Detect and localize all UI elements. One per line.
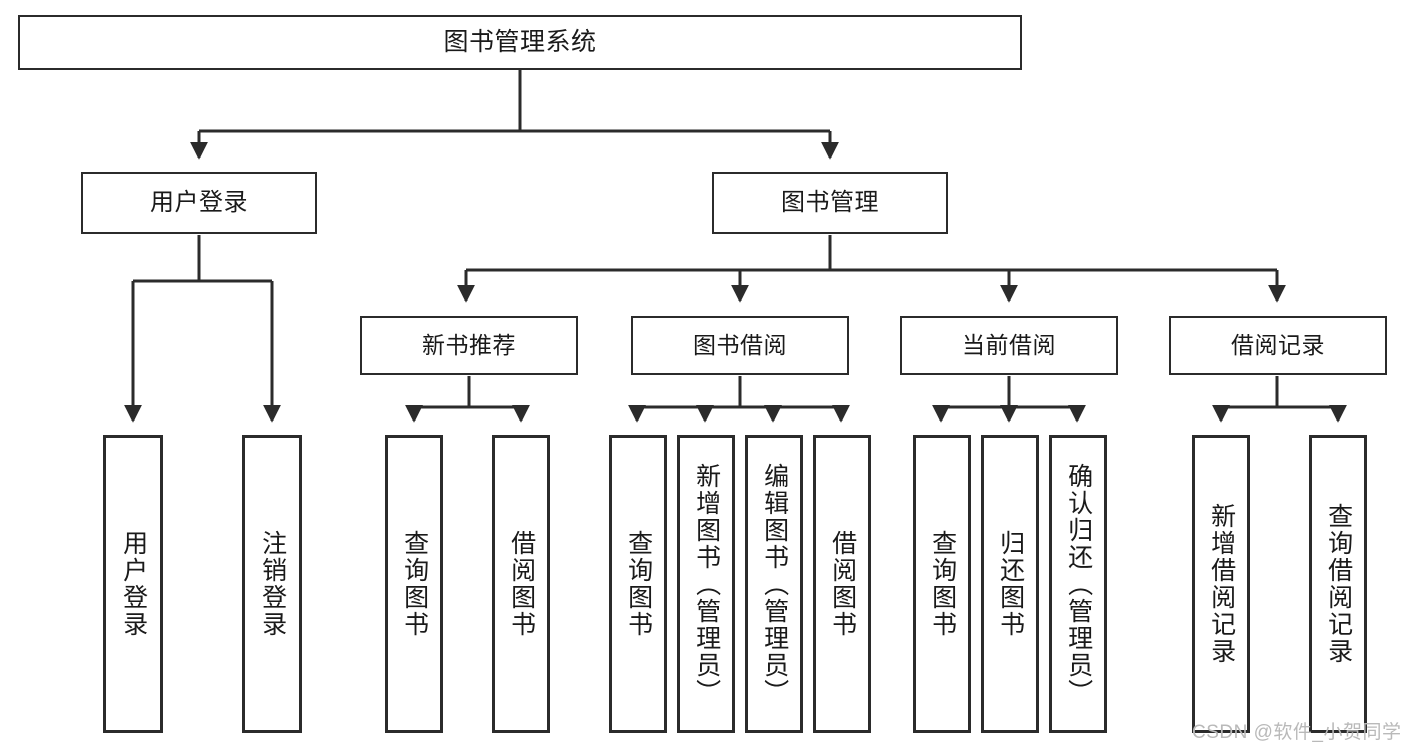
node-leaf-add-borrow-record-label: 新增借阅记录 (1207, 503, 1236, 665)
node-leaf-borrow-book-1-label: 借阅图书 (507, 530, 536, 638)
node-new-book-recommend-label: 新书推荐 (422, 332, 516, 359)
node-new-book-recommend[interactable]: 新书推荐 (360, 316, 578, 375)
node-current-borrow[interactable]: 当前借阅 (900, 316, 1118, 375)
node-leaf-query-book-1-label: 查询图书 (400, 530, 429, 638)
node-leaf-logout-login[interactable]: 注销登录 (242, 435, 302, 733)
node-leaf-edit-book-admin-label: 编辑图书（管理员） (760, 462, 789, 706)
node-leaf-query-book-3-label: 查询图书 (928, 530, 957, 638)
node-leaf-add-book-admin[interactable]: 新增图书（管理员） (677, 435, 735, 733)
node-leaf-return-book-label: 归还图书 (996, 530, 1025, 638)
node-leaf-borrow-book-2-label: 借阅图书 (828, 530, 857, 638)
node-leaf-user-login[interactable]: 用户登录 (103, 435, 163, 733)
node-book-borrow-label: 图书借阅 (693, 332, 787, 359)
node-borrow-record[interactable]: 借阅记录 (1169, 316, 1387, 375)
node-leaf-query-borrow-record[interactable]: 查询借阅记录 (1309, 435, 1367, 733)
node-book-management-label: 图书管理 (781, 189, 879, 217)
node-root[interactable]: 图书管理系统 (18, 15, 1022, 70)
node-leaf-add-borrow-record[interactable]: 新增借阅记录 (1192, 435, 1250, 733)
node-leaf-query-book-1[interactable]: 查询图书 (385, 435, 443, 733)
node-leaf-borrow-book-2[interactable]: 借阅图书 (813, 435, 871, 733)
node-leaf-user-login-label: 用户登录 (119, 530, 148, 638)
watermark: CSDN @软件_小贺同学 (1192, 722, 1402, 743)
node-leaf-add-book-admin-label: 新增图书（管理员） (692, 462, 721, 706)
node-user-login[interactable]: 用户登录 (81, 172, 317, 234)
node-book-borrow[interactable]: 图书借阅 (631, 316, 849, 375)
node-leaf-query-book-3[interactable]: 查询图书 (913, 435, 971, 733)
node-leaf-edit-book-admin[interactable]: 编辑图书（管理员） (745, 435, 803, 733)
node-book-management[interactable]: 图书管理 (712, 172, 948, 234)
node-leaf-return-book[interactable]: 归还图书 (981, 435, 1039, 733)
node-leaf-logout-login-label: 注销登录 (258, 530, 287, 638)
node-leaf-query-borrow-record-label: 查询借阅记录 (1324, 503, 1353, 665)
node-borrow-record-label: 借阅记录 (1231, 332, 1325, 359)
node-leaf-confirm-return-admin-label: 确认归还（管理员） (1064, 462, 1093, 706)
node-leaf-borrow-book-1[interactable]: 借阅图书 (492, 435, 550, 733)
node-user-login-label: 用户登录 (150, 189, 248, 217)
node-leaf-confirm-return-admin[interactable]: 确认归还（管理员） (1049, 435, 1107, 733)
node-leaf-query-book-2-label: 查询图书 (624, 530, 653, 638)
node-root-label: 图书管理系统 (443, 28, 597, 57)
node-leaf-query-book-2[interactable]: 查询图书 (609, 435, 667, 733)
node-current-borrow-label: 当前借阅 (962, 332, 1056, 359)
